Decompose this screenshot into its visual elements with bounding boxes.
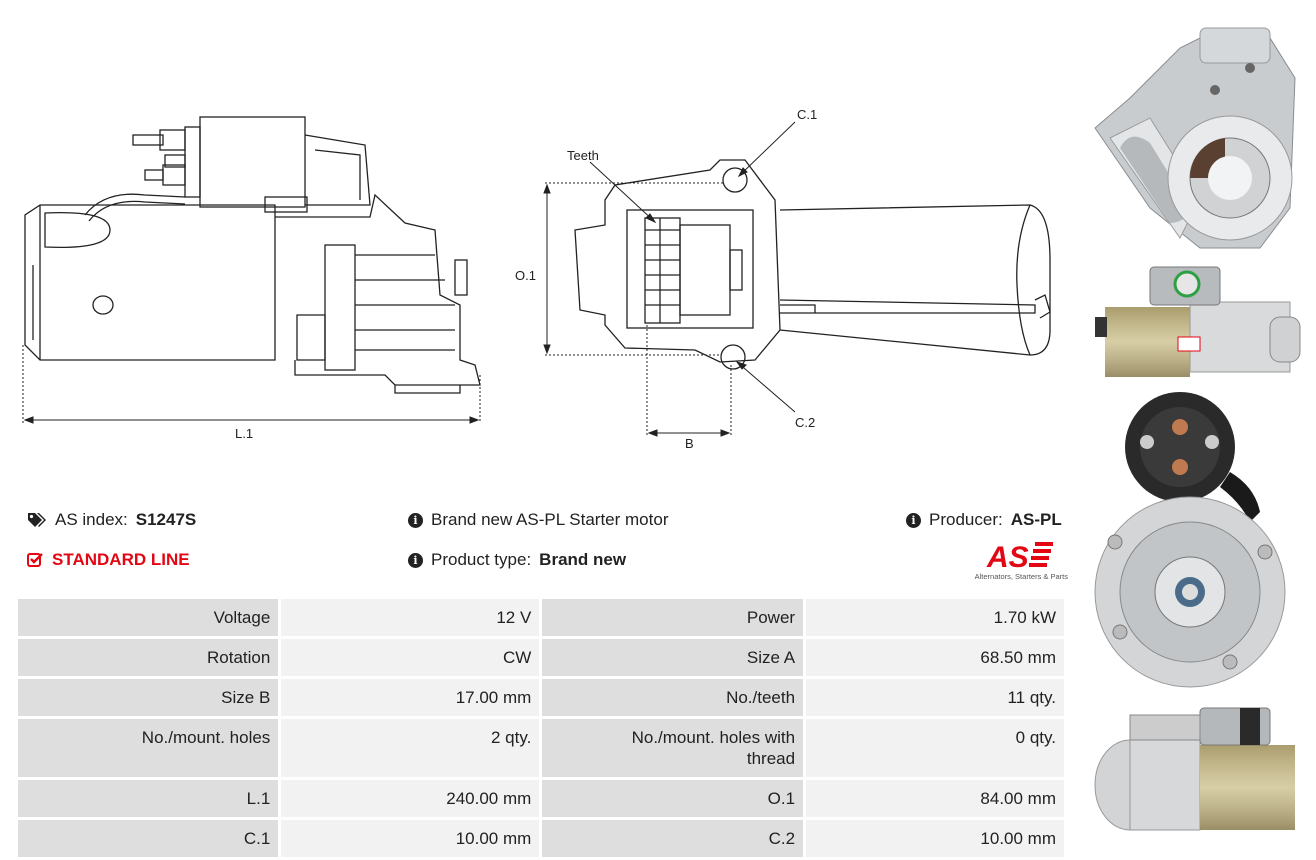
spec-value: 12 V bbox=[281, 599, 540, 636]
dim-label-teeth: Teeth bbox=[567, 148, 599, 163]
spec-label: No./teeth bbox=[542, 679, 804, 716]
spec-label: No./mount. holes with thread bbox=[542, 719, 804, 777]
logo-text: AS bbox=[986, 541, 1029, 572]
dim-label-c1: C.1 bbox=[797, 107, 817, 122]
producer-value: AS-PL bbox=[1010, 510, 1062, 529]
as-logo-mark: AS bbox=[986, 541, 1053, 572]
spec-label: No./mount. holes bbox=[18, 719, 279, 777]
as-index-line: AS index: S1247S bbox=[27, 510, 196, 530]
side-view-drawing: L.1 bbox=[22, 116, 481, 441]
product-photo-rear[interactable] bbox=[1090, 392, 1308, 692]
producer-line: i Producer: AS-PL bbox=[906, 510, 1062, 530]
spec-value: 1.70 kW bbox=[806, 599, 1064, 636]
dim-label-l1: L.1 bbox=[235, 426, 253, 441]
spec-label: Power bbox=[542, 599, 804, 636]
description-text: Brand new AS-PL Starter motor bbox=[431, 510, 669, 529]
spec-label: O.1 bbox=[542, 780, 804, 817]
spec-value: 0 qty. bbox=[806, 719, 1064, 777]
product-photo-side[interactable] bbox=[1090, 262, 1308, 382]
spec-label: Size A bbox=[542, 639, 804, 676]
as-index-label: AS index: bbox=[55, 510, 128, 529]
front-view-drawing: Teeth C.1 O.1 C.2 B bbox=[515, 107, 1051, 451]
product-photo-top[interactable] bbox=[1090, 8, 1308, 253]
spec-label: C.1 bbox=[18, 820, 279, 857]
spec-value: 10.00 mm bbox=[281, 820, 540, 857]
product-type-label: Product type: bbox=[431, 550, 532, 569]
producer-label: Producer: bbox=[929, 510, 1003, 529]
spec-label: C.2 bbox=[542, 820, 804, 857]
spec-label: Voltage bbox=[18, 599, 279, 636]
product-type-line: i Product type: Brand new bbox=[408, 550, 626, 570]
product-photo-bottom[interactable] bbox=[1090, 700, 1308, 850]
spec-label: Rotation bbox=[18, 639, 279, 676]
spec-value: 2 qty. bbox=[281, 719, 540, 777]
dim-label-o1: O.1 bbox=[515, 268, 536, 283]
tags-icon bbox=[28, 513, 46, 527]
info-icon: i bbox=[408, 552, 423, 568]
spec-label: Size B bbox=[18, 679, 279, 716]
dim-label-b: B bbox=[685, 436, 694, 451]
spec-value: 84.00 mm bbox=[806, 780, 1064, 817]
dim-label-c2: C.2 bbox=[795, 415, 815, 430]
spec-value: 11 qty. bbox=[806, 679, 1064, 716]
standard-line-text: STANDARD LINE bbox=[52, 550, 190, 569]
spec-value: CW bbox=[281, 639, 540, 676]
info-icon: i bbox=[906, 512, 921, 528]
spec-value: 17.00 mm bbox=[281, 679, 540, 716]
logo-tagline: Alternators, Starters & Parts bbox=[974, 572, 1068, 581]
info-icon: i bbox=[408, 512, 423, 528]
producer-logo: AS Alternators, Starters & Parts bbox=[965, 538, 1068, 584]
as-index-value: S1247S bbox=[135, 510, 197, 529]
product-type-value: Brand new bbox=[539, 550, 627, 569]
spec-value: 68.50 mm bbox=[806, 639, 1064, 676]
spec-label: L.1 bbox=[18, 780, 279, 817]
standard-line-badge: STANDARD LINE bbox=[27, 550, 190, 570]
check-square-icon bbox=[27, 553, 43, 567]
spec-value: 10.00 mm bbox=[806, 820, 1064, 857]
description-line: i Brand new AS-PL Starter motor bbox=[408, 510, 668, 530]
spec-value: 240.00 mm bbox=[281, 780, 540, 817]
